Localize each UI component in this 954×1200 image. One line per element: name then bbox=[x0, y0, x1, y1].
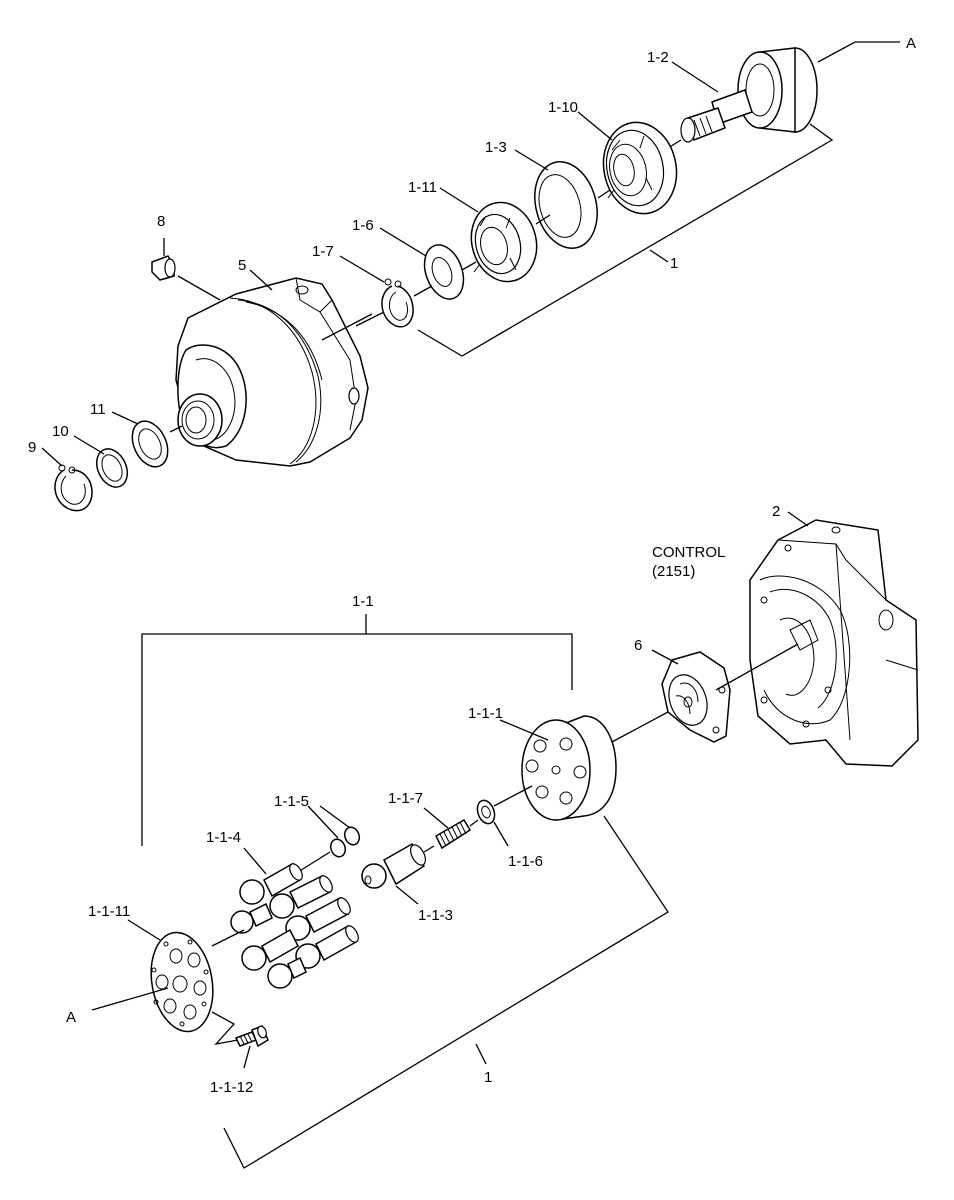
part-1-3-ring bbox=[534, 161, 598, 249]
label-1-1-3: 1-1-3 bbox=[418, 907, 453, 924]
part-11-ring: 11 bbox=[90, 401, 183, 468]
label-5: 5 bbox=[238, 257, 246, 274]
part-2-control-housing: 2 bbox=[749, 503, 919, 767]
group-bracket-1-top: 1 bbox=[417, 123, 834, 357]
part-1-11-bearing bbox=[461, 201, 538, 283]
part-1-1-6-washer: 1-1-6 bbox=[476, 785, 543, 870]
callout-1-3: 1-3 bbox=[485, 139, 549, 171]
callout-1-7: 1-7 bbox=[312, 243, 385, 283]
label-1-1-7: 1-1-7 bbox=[388, 790, 423, 807]
part-1-1-7-spring: 1-1-7 bbox=[388, 790, 479, 850]
callout-1-10: 1-10 bbox=[548, 99, 613, 141]
part-1-7-snap-ring bbox=[355, 278, 414, 328]
label-1-bottom: 1 bbox=[484, 1069, 492, 1086]
label-control-code: (2151) bbox=[652, 563, 695, 580]
callout-1-6: 1-6 bbox=[352, 217, 427, 257]
label-1-1-6: 1-1-6 bbox=[508, 853, 543, 870]
label-2: 2 bbox=[772, 503, 780, 520]
callout-1-11: 1-11 bbox=[408, 179, 479, 213]
part-8-plug: 8 bbox=[151, 213, 221, 301]
label-1-top: 1 bbox=[670, 255, 678, 272]
callout-1-2: 1-2 bbox=[647, 49, 719, 93]
part-1-1-4-pistons: 1-1-4 bbox=[206, 829, 359, 989]
label-11: 11 bbox=[90, 401, 106, 418]
part-5-housing: 5 bbox=[175, 257, 373, 467]
part-1-1-1-cylinder-block: 1-1-1 bbox=[468, 705, 617, 821]
part-1-1-11-retainer-plate: 1-1-11 A bbox=[66, 903, 239, 1045]
label-a-top: A bbox=[906, 35, 916, 52]
label-6: 6 bbox=[634, 637, 642, 654]
label-1-1-4: 1-1-4 bbox=[206, 829, 241, 846]
label-1-2: 1-2 bbox=[647, 49, 669, 66]
label-a-bottom: A bbox=[66, 1009, 76, 1026]
group-bracket-1-1: 1-1 bbox=[141, 593, 573, 846]
part-1-1-3-ball-guide: 1-1-3 bbox=[361, 842, 453, 924]
label-8: 8 bbox=[157, 213, 165, 230]
callout-a-top: A bbox=[817, 35, 916, 63]
part-1-1-12-bolt: 1-1-12 bbox=[210, 1025, 269, 1096]
label-1-1: 1-1 bbox=[352, 593, 374, 610]
part-10-ring: 10 bbox=[52, 423, 128, 488]
part-1-2-shaft bbox=[667, 47, 818, 149]
part-1-1-5-rings: 1-1-5 bbox=[274, 793, 361, 873]
label-1-10: 1-10 bbox=[548, 99, 578, 116]
label-1-6: 1-6 bbox=[352, 217, 374, 234]
label-1-1-1: 1-1-1 bbox=[468, 705, 503, 722]
part-1-10-bearing bbox=[597, 121, 678, 215]
label-1-1-12: 1-1-12 bbox=[210, 1079, 253, 1096]
group-bracket-1-bottom: 1 bbox=[223, 815, 669, 1169]
label-1-7: 1-7 bbox=[312, 243, 334, 260]
label-1-1-5: 1-1-5 bbox=[274, 793, 309, 810]
label-9: 9 bbox=[28, 439, 36, 456]
part-1-6-washer bbox=[413, 244, 465, 300]
part-6-valve-plate: 6 bbox=[611, 637, 799, 743]
label-1-3: 1-3 bbox=[485, 139, 507, 156]
label-1-11: 1-11 bbox=[408, 179, 437, 196]
label-control: CONTROL bbox=[652, 544, 725, 561]
label-1-1-11: 1-1-11 bbox=[88, 903, 130, 920]
control-reference: CONTROL (2151) bbox=[652, 544, 725, 580]
label-10: 10 bbox=[52, 423, 69, 440]
part-9-snap-ring: 9 bbox=[28, 439, 93, 512]
